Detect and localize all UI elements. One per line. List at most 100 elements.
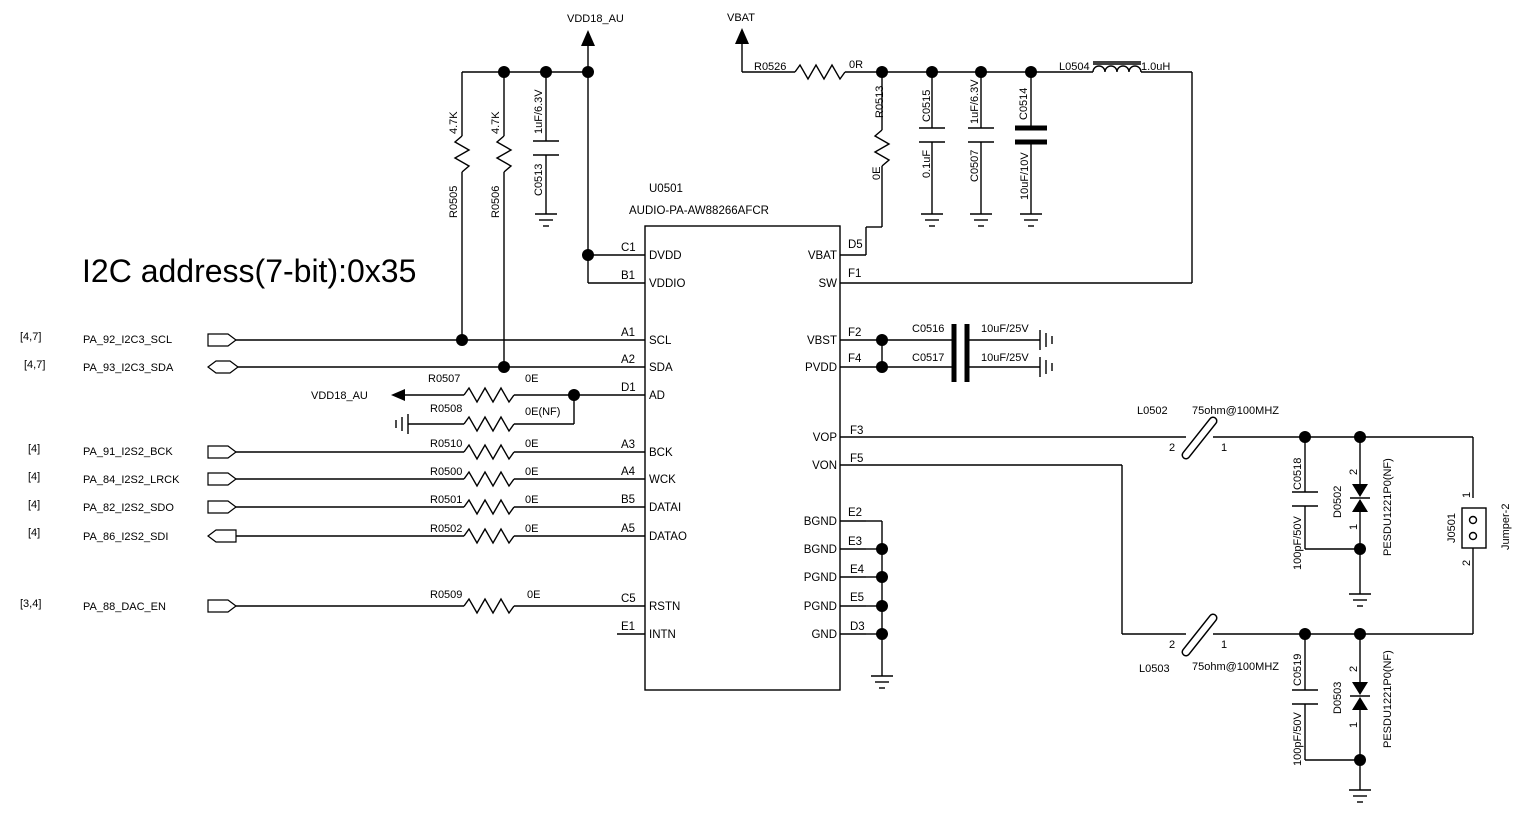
c0517-value: 10uF/25V	[981, 352, 1029, 364]
left-pin-stubs	[617, 254, 645, 635]
net-bck: [4] PA_91_I2S2_BCK R0510 0E	[28, 438, 617, 461]
r0502-ref: R0502	[430, 523, 462, 535]
pin-num: D3	[850, 621, 865, 633]
net-ref: [4]	[28, 443, 40, 455]
pin-name: VON	[812, 460, 837, 472]
r0505-ref: R0505	[448, 186, 460, 218]
c0513-ref: C0513	[533, 164, 545, 196]
output-von: L0503 75ohm@100MHZ 2 1	[866, 464, 1473, 675]
r0508-ref: R0508	[430, 403, 462, 415]
net-sda: [4,7] PA_93_I2C3_SDA	[24, 359, 617, 374]
r0508-value: 0E(NF)	[525, 406, 560, 418]
vbat-supply-net: VBAT R0526 0R	[727, 12, 1093, 81]
capacitor-c0514: C0514 10uF/10V	[1015, 72, 1047, 227]
pin-name: AD	[649, 390, 665, 402]
r0502-value: 0E	[525, 523, 538, 535]
pin-num: E2	[848, 507, 862, 519]
pin-name: INTN	[649, 629, 676, 641]
port-arrow	[207, 599, 237, 613]
ground-bus	[866, 520, 893, 689]
r0509-ref: R0509	[430, 589, 462, 601]
vdd18-label: VDD18_AU	[567, 13, 624, 25]
d0503-part: PESDU1221P0(NF)	[1382, 650, 1394, 748]
r0526-value: 0R	[849, 59, 863, 71]
capacitor-c0518: C0518 100pF/50V	[1292, 437, 1360, 570]
c0518-value: 100pF/50V	[1292, 516, 1304, 570]
pin-num: F1	[848, 268, 861, 280]
pin-num: E1	[621, 621, 635, 633]
r0501-value: 0E	[525, 494, 538, 506]
pin-name: BCK	[649, 447, 673, 459]
c0519-ref: C0519	[1292, 654, 1304, 686]
pin-name: PGND	[804, 601, 837, 613]
net-name: PA_91_I2S2_BCK	[83, 446, 173, 458]
r0513-ref: R0513	[874, 86, 886, 118]
net-name: PA_88_DAC_EN	[83, 601, 166, 613]
net-sdi: [4] PA_86_I2S2_SDI R0502 0E	[28, 523, 617, 545]
l0503-pin2: 2	[1169, 639, 1175, 651]
pin-num: A3	[621, 439, 635, 451]
vdd18-power-arrow	[581, 30, 595, 46]
pin-name: SDA	[649, 362, 673, 374]
r0506-ref: R0506	[490, 186, 502, 218]
pin-name: BGND	[804, 516, 837, 528]
j0501-pin1: 1	[1461, 492, 1473, 498]
capacitor-c0519: C0519 100pF/50V	[1292, 634, 1360, 766]
capacitor-c0513: 1uF/6.3V C0513	[533, 72, 559, 227]
resistor-r0513: R0513 0E	[865, 72, 891, 255]
pin-num: E3	[848, 536, 862, 548]
capacitor-c0507: 1uF/6.3V C0507	[968, 72, 994, 227]
c0515-ref: C0515	[921, 90, 933, 122]
pin-name: VDDIO	[649, 278, 685, 290]
resistor-r0506: 4.7K R0506	[490, 72, 513, 367]
port-arrow	[207, 445, 237, 459]
pin-num: C1	[621, 242, 636, 254]
r0509-value: 0E	[527, 589, 540, 601]
jumper-j0501: J0501 1 2 Jumper-2	[1446, 492, 1512, 634]
left-pin-labels: C1 DVDD B1 VDDIO A1 SCL A2 SDA D1 AD A3 …	[621, 242, 687, 641]
d0503-ref: D0503	[1332, 682, 1344, 714]
l0502-value: 75ohm@100MHZ	[1192, 405, 1279, 417]
net-name: PA_82_I2S2_SDO	[83, 502, 174, 514]
tvs-diode-d0502: D0502 2 1 PESDU1221P0(NF)	[1332, 437, 1394, 607]
port-arrow	[207, 500, 237, 514]
net-lrck: [4] PA_84_I2S2_LRCK R0500 0E	[28, 466, 617, 488]
right-pin-labels: D5 VBAT F1 SW F2 VBST F4 PVDD F3 VOP F5 …	[804, 239, 865, 641]
inductor-l0504: L0504 1.0uH	[866, 61, 1193, 284]
net-ref: [4,7]	[20, 331, 41, 343]
net-ref: [4]	[28, 527, 40, 539]
r0510-value: 0E	[525, 438, 538, 450]
d0502-ref: D0502	[1332, 486, 1344, 518]
pin-name: VBAT	[808, 250, 837, 262]
r0500-ref: R0500	[430, 466, 462, 478]
r0526-ref: R0526	[754, 61, 786, 73]
c0516-ref: C0516	[912, 323, 944, 335]
net-name: PA_93_I2C3_SDA	[83, 362, 174, 374]
net-name: PA_92_I2C3_SCL	[83, 334, 172, 346]
pin-num: A2	[621, 354, 635, 366]
pin-num: B1	[621, 270, 635, 282]
l0503-value: 75ohm@100MHZ	[1192, 661, 1279, 673]
pin-name: VOP	[813, 432, 838, 444]
l0504-value: 1.0uH	[1141, 61, 1170, 73]
r0501-ref: R0501	[430, 494, 462, 506]
port-arrow	[207, 333, 237, 347]
pin-num: F4	[848, 353, 862, 365]
d0503-pin1: 1	[1348, 722, 1360, 728]
l0503-pin1: 1	[1221, 639, 1227, 651]
l0502-pin1: 1	[1221, 442, 1227, 454]
port-bidir	[207, 360, 239, 374]
chip-ref: U0501	[649, 183, 683, 195]
pin-num: A5	[621, 523, 635, 535]
j0501-part: Jumper-2	[1500, 504, 1512, 550]
capacitor-c0515: C0515 0.1uF	[919, 72, 945, 227]
d0502-pin1: 1	[1348, 524, 1360, 530]
port-arrow-in	[207, 529, 237, 543]
c0507-value: 1uF/6.3V	[969, 79, 981, 124]
r0505-value: 4.7K	[448, 111, 460, 134]
pin-num: A4	[621, 466, 636, 478]
vdd18-ad-arrow	[391, 389, 405, 401]
chip-part: AUDIO-PA-AW88266AFCR	[629, 205, 769, 217]
pin-name: GND	[811, 629, 837, 641]
